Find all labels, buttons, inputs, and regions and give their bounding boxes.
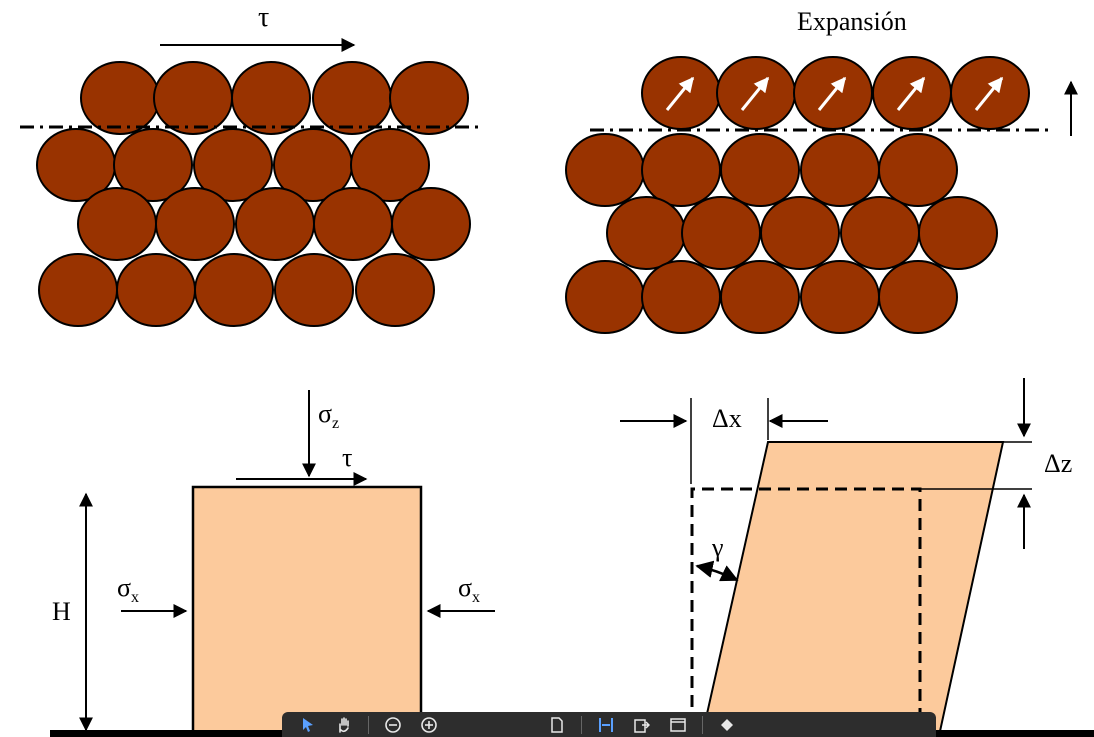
deformed-block — [700, 441, 1005, 737]
particle — [389, 61, 469, 135]
dilation-arrow — [974, 76, 1004, 111]
gamma-arc — [695, 560, 739, 582]
delta-x-label: Δx — [712, 404, 742, 433]
hand-tool-button[interactable] — [332, 715, 356, 735]
particle — [38, 253, 118, 327]
export-icon — [634, 718, 650, 733]
zoom-out-button[interactable] — [381, 715, 405, 735]
particle — [116, 253, 196, 327]
dilation-arrow — [665, 76, 695, 111]
zoom-in-icon — [421, 716, 437, 733]
zoom-out-icon — [385, 716, 401, 733]
sigma-x-right-label: σx — [458, 573, 480, 606]
expansion-label: Expansión — [797, 7, 907, 36]
particle — [878, 260, 958, 334]
particle — [720, 133, 800, 207]
particle — [565, 260, 645, 334]
zoom-level-field[interactable] — [453, 716, 533, 734]
particle — [760, 196, 840, 270]
particle — [606, 196, 686, 270]
particle — [800, 260, 880, 334]
viewer-toolbar — [282, 712, 936, 737]
particle — [155, 187, 235, 261]
window-icon — [670, 717, 686, 732]
particle — [878, 133, 958, 207]
particle — [274, 253, 354, 327]
toolbar-separator — [581, 715, 582, 734]
particle — [641, 260, 721, 334]
particle — [80, 61, 160, 135]
eraser-icon — [721, 718, 733, 731]
particle — [641, 133, 721, 207]
particle — [565, 133, 645, 207]
particle — [350, 128, 430, 202]
sigma-z-label: σz — [318, 399, 339, 432]
particle — [193, 128, 273, 202]
fit-width-button[interactable] — [594, 715, 618, 735]
particle — [840, 196, 920, 270]
sigma-x-left-label: σx — [117, 573, 139, 606]
window-button[interactable] — [666, 715, 690, 735]
page-icon — [551, 716, 563, 733]
toolbar-separator — [368, 715, 369, 734]
zoom-in-button[interactable] — [417, 715, 441, 735]
toolbar-separator — [702, 715, 703, 734]
particle — [231, 61, 311, 135]
right-particle-packing — [565, 56, 1030, 334]
particle — [194, 253, 274, 327]
page-view-button[interactable] — [545, 715, 569, 735]
fit-width-icon — [599, 717, 613, 732]
pointer-tool-button[interactable] — [296, 715, 320, 735]
pointer-icon — [303, 717, 313, 732]
particle — [800, 133, 880, 207]
dilation-arrows — [665, 76, 1004, 111]
particle — [235, 187, 315, 261]
left-particle-packing — [36, 61, 471, 327]
particle — [720, 260, 800, 334]
height-label: H — [52, 597, 71, 626]
particle — [918, 196, 998, 270]
particle — [681, 196, 761, 270]
particle — [153, 61, 233, 135]
particle — [355, 253, 435, 327]
particle — [313, 187, 393, 261]
original-outline — [690, 487, 922, 737]
particle — [391, 187, 471, 261]
gamma-label: γ — [711, 533, 724, 562]
tau-block-label: τ — [342, 443, 352, 472]
particle — [312, 61, 392, 135]
sample-block — [191, 485, 423, 737]
dilation-arrow — [896, 76, 926, 111]
eraser-button[interactable] — [715, 715, 739, 735]
export-button[interactable] — [630, 715, 654, 735]
dilation-arrow — [740, 76, 770, 111]
particle — [113, 128, 193, 202]
delta-z-label: Δz — [1044, 449, 1072, 478]
dilation-arrow — [817, 76, 847, 111]
hand-icon — [339, 716, 349, 733]
tau-top-label: τ — [258, 2, 269, 33]
particle — [77, 187, 157, 261]
